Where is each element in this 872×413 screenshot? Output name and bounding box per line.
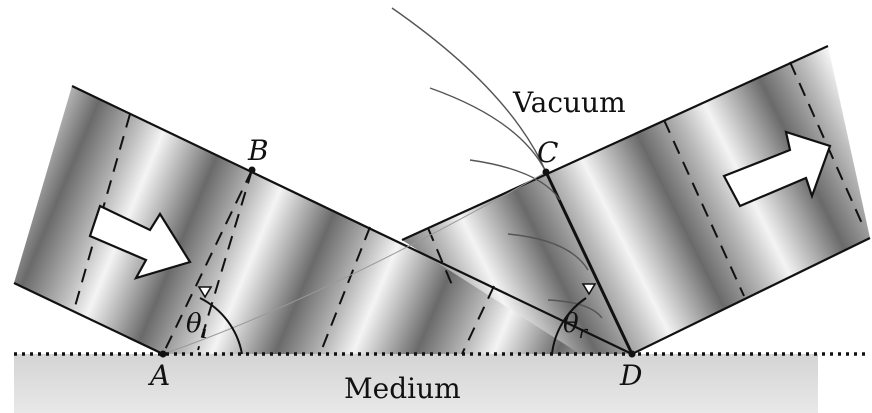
point-label-b: B [247,134,269,167]
medium-label: Medium [344,372,461,405]
reflected-angle-label: θr [563,309,589,343]
triangle-marker-icon [581,283,597,296]
reflected-beam [402,46,870,354]
triangle-marker-icon [197,286,213,299]
point-label-d: D [619,359,642,392]
reflected-angle-subscript: r [579,322,589,343]
incident-beam-upper-edge [71,85,633,355]
reflected-angle-arc [551,297,587,355]
point-label-a: A [147,359,170,392]
reflected-angle-symbol: θ [563,309,579,339]
vacuum-label: Vacuum [512,86,626,119]
incident-angle-label: θi [186,309,207,343]
point-a-dot [159,350,167,358]
point-c-dot [542,168,550,176]
medium-region [14,354,818,413]
incident-angle-symbol: θ [186,309,202,339]
reflected-wavefronts [427,61,865,297]
huygens-wavelets [162,7,603,355]
point-d-dot [628,350,636,358]
wavefront-ab [162,169,253,355]
incident-angle-subscript: i [202,322,208,343]
incident-angle-arc [199,297,243,355]
reflected-beam-upper-edge [401,44,829,242]
incident-beam-lower-edge [13,282,164,355]
point-label-c: C [537,136,558,169]
reflected-beam-lower-edge [631,237,871,355]
right-arrow-icon [722,130,832,208]
right-arrow-icon [88,204,192,280]
wavefront-cd [544,171,634,355]
point-b-dot [248,166,256,174]
